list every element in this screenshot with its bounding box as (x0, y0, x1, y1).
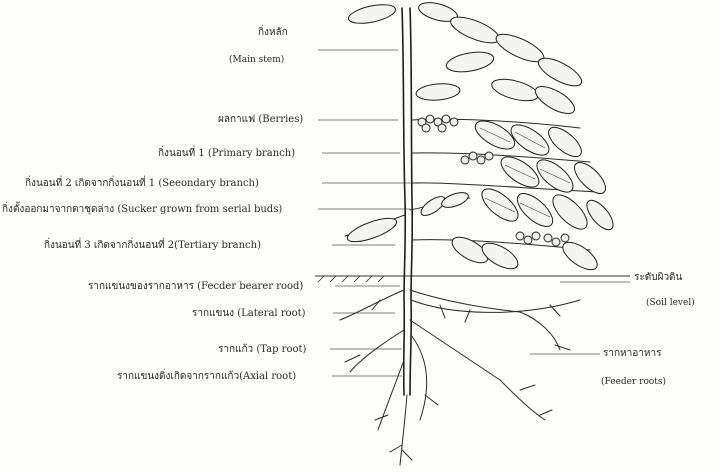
primary-branch-label: กิ่งนอนที่ 1 (Primary branch) (158, 148, 295, 160)
main-stem (402, 8, 412, 395)
soil-level-label-en: (Soil level) (646, 297, 695, 309)
feeder-roots-label-en: (Feeder roots) (601, 376, 666, 388)
feeder-bearer-root-label: รากแขนงของรากอาหาร (Fecder bearer rood) (88, 281, 303, 293)
sucker-label: กิ่งตั้งออกมาจากตาชุดล่าง (Sucker grown … (2, 204, 282, 216)
feeder-roots-label-th: รากหาอาหาร (603, 348, 661, 360)
berries-label: ผลกาแฟ (Berries) (218, 114, 303, 126)
soil-line (315, 276, 630, 282)
top-foliage (347, 0, 586, 119)
lateral-root-label: รากแขนง (Lateral root) (192, 308, 306, 320)
tap-root-label: รากแก้ว (Tap root) (218, 344, 306, 356)
secondary-branch-label: กิ่งนอนที่ 2 เกิดจากกิ่งนอนที่ 1 (Seeond… (25, 178, 259, 190)
axial-root-label: รากแขนงดิ่งเกิดจากรากแก้ว(Axial root) (117, 371, 296, 383)
main-stem-label-en: (Main stem) (229, 54, 284, 66)
root-system (340, 290, 580, 465)
branch-leaves (345, 115, 618, 275)
soil-level-label-th: ระดับผิวดิน (634, 272, 682, 284)
tertiary-branch-label: กิ่งนอนที่ 3 เกิดจากกิ่งนอนที่ 2(Tertiar… (44, 240, 261, 252)
main-stem-label-th: กิ่งหลัก (258, 27, 288, 39)
